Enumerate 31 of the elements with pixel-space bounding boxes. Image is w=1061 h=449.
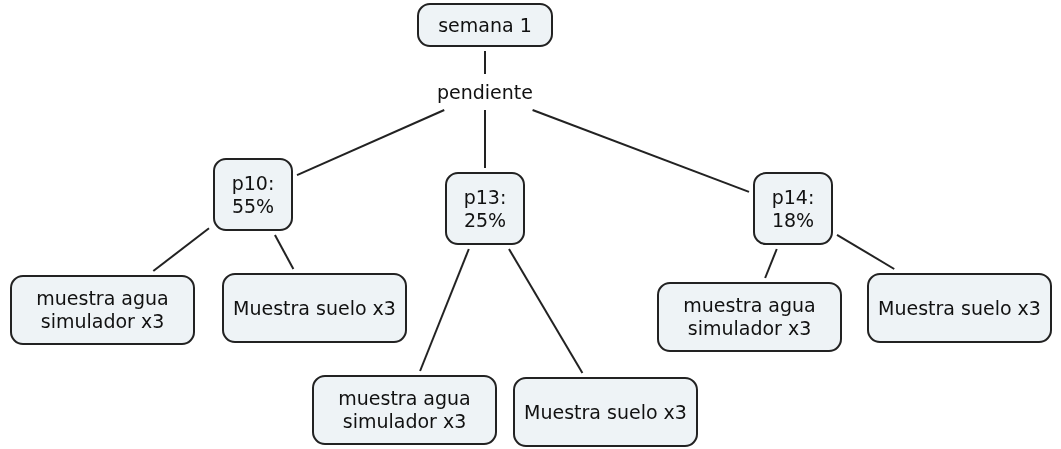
concept-text: muestra agua simulador x3 [682,294,817,340]
concept-text: muestra agua simulador x3 [337,387,472,433]
concept-box [445,172,525,245]
concept-box [867,273,1052,343]
concept-text: p10: 55% [230,171,276,218]
concept-text: p14: 18% [770,185,816,232]
concept-text: Muestra suelo x3 [878,296,1041,320]
concept-box [222,273,407,343]
connector-line [152,227,210,272]
connector-line [531,109,750,193]
concept-box [753,172,833,245]
connector-line [273,234,295,270]
connector-line [764,248,778,279]
concept-text: Muestra suelo x3 [524,400,687,424]
concept-box [312,375,497,445]
concept-box [513,377,698,447]
connector-line [484,50,486,75]
concept-box [10,275,195,345]
concept-box [657,282,842,352]
linking-phrase: pendiente [430,78,540,106]
connector-line [296,109,446,177]
connector-line [484,109,486,169]
concept-box [213,158,293,231]
connector-line [508,248,584,374]
concept-text: Muestra suelo x3 [233,296,396,320]
connector-line [419,248,470,372]
concept-text: muestra agua simulador x3 [35,287,170,333]
concept-text: p13: 25% [462,185,508,232]
concept-box [417,3,553,47]
connector-line [836,233,896,270]
concept-text: semana 1 [438,13,532,37]
